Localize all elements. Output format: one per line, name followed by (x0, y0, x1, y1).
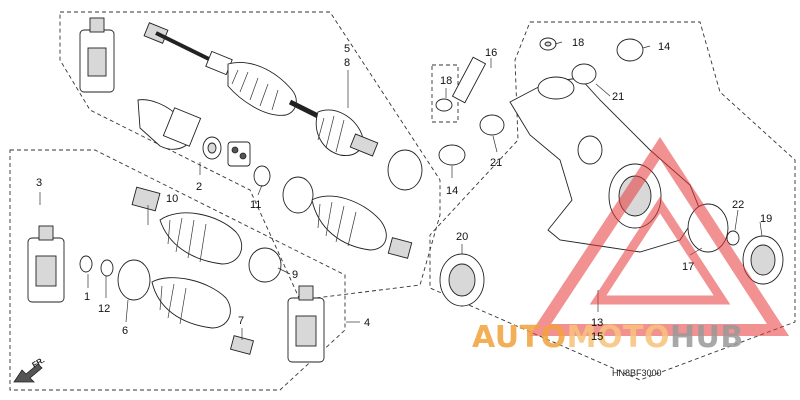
inner-cv-joint (137, 99, 271, 187)
grease-bottle-upper (79, 17, 115, 93)
callout-20: 20 (456, 231, 468, 243)
callout-2: 2 (196, 181, 202, 193)
callout-13: 13 (591, 317, 603, 329)
callout-1: 1 (84, 291, 90, 303)
grease-bottle-right (287, 285, 325, 363)
callout-16: 16 (485, 47, 497, 59)
front-direction-label: FR. (31, 355, 47, 369)
callout-8: 8 (344, 57, 350, 69)
grease-bottle-left (27, 225, 65, 303)
callout-4: 4 (364, 317, 370, 329)
callout-15: 15 (591, 331, 603, 343)
lower-boot-group (79, 186, 282, 355)
watermark-part3: HUB (670, 320, 744, 355)
diagram-code: HN8BF3000 (612, 368, 662, 378)
callout-labels: 5 8 2 11 10 3 9 1 12 6 7 4 16 18 14 18 2… (36, 37, 772, 343)
callout-17: 17 (682, 261, 694, 273)
callout-9: 9 (292, 269, 298, 281)
callout-18-top: 18 (572, 37, 584, 49)
callout-18-left: 18 (440, 75, 452, 87)
callout-22: 22 (732, 199, 744, 211)
outer-driveshaft-assembly (143, 22, 379, 157)
leader-lines (39, 41, 763, 340)
callout-7: 7 (238, 315, 244, 327)
callout-19: 19 (760, 213, 772, 225)
front-direction-arrow: FR. (13, 355, 47, 383)
watermark-part2: MOTO (567, 320, 670, 355)
callout-3: 3 (36, 177, 42, 189)
watermark-triangle-inner (589, 196, 731, 305)
watermark-logo (528, 137, 790, 336)
boot-bands-upper (282, 149, 423, 259)
callout-6: 6 (122, 325, 128, 337)
watermark-text: AUTOMOTOHUB (472, 320, 744, 355)
watermark-triangle-outer (528, 137, 790, 336)
group-frame-bearing-18 (431, 64, 459, 123)
group-frame-driveshaft-outer (59, 11, 441, 301)
callout-21-left: 21 (490, 157, 502, 169)
callout-11: 11 (250, 199, 261, 211)
watermark-part1: AUTO (472, 320, 567, 355)
callout-14-top: 14 (658, 41, 670, 53)
knuckle-parts (435, 37, 784, 307)
callout-21-right: 21 (612, 91, 624, 103)
callout-10: 10 (166, 193, 178, 205)
group-frame-driveshaft-inner (9, 149, 346, 391)
callout-12: 12 (98, 303, 110, 315)
callout-5: 5 (344, 43, 350, 55)
callout-14-left: 14 (446, 185, 458, 197)
